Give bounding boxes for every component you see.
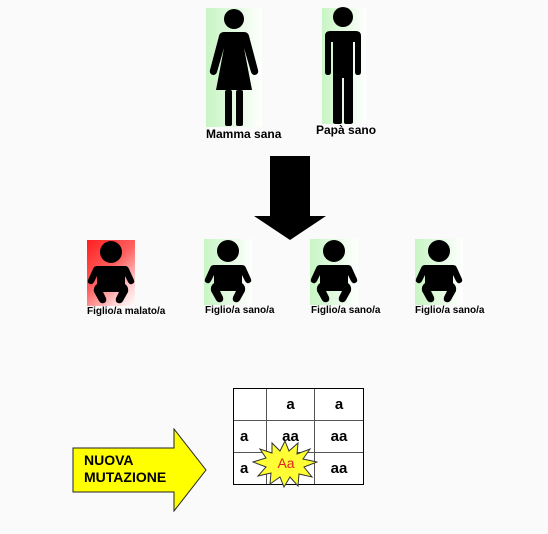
child-1-label: Figlio/a malato/a — [87, 306, 166, 317]
punnett-row-header: a — [234, 421, 267, 453]
child-2-label: Figlio/a sano/a — [205, 305, 275, 316]
punnett-cell-mutation — [267, 453, 315, 484]
down-arrow-icon — [254, 156, 326, 240]
baby-icon — [204, 240, 252, 303]
woman-icon — [209, 9, 259, 126]
child-3-label: Figlio/a sano/a — [311, 305, 381, 316]
right-arrow-icon — [72, 428, 207, 512]
child-4-label: Figlio/a sano/a — [415, 305, 485, 316]
father-label: Papà sano — [316, 123, 377, 137]
punnett-corner-cell — [234, 389, 267, 421]
mutation-genotype: Aa — [277, 455, 295, 471]
mutation-label: NUOVA MUTAZIONE — [84, 452, 166, 486]
mother-label: Mamma sana — [206, 127, 282, 141]
baby-icon — [87, 241, 135, 304]
mutation-label-line1: NUOVA — [84, 452, 134, 468]
starburst-icon — [252, 440, 318, 488]
punnett-cell: aa — [315, 421, 363, 453]
punnett-col-header: a — [267, 389, 315, 421]
punnett-col-header: a — [315, 389, 363, 421]
man-icon — [325, 7, 361, 124]
punnett-cell: aa — [330, 460, 348, 477]
baby-icon — [415, 240, 463, 303]
mutation-label-line2: MUTAZIONE — [84, 469, 167, 485]
baby-icon — [310, 240, 358, 303]
